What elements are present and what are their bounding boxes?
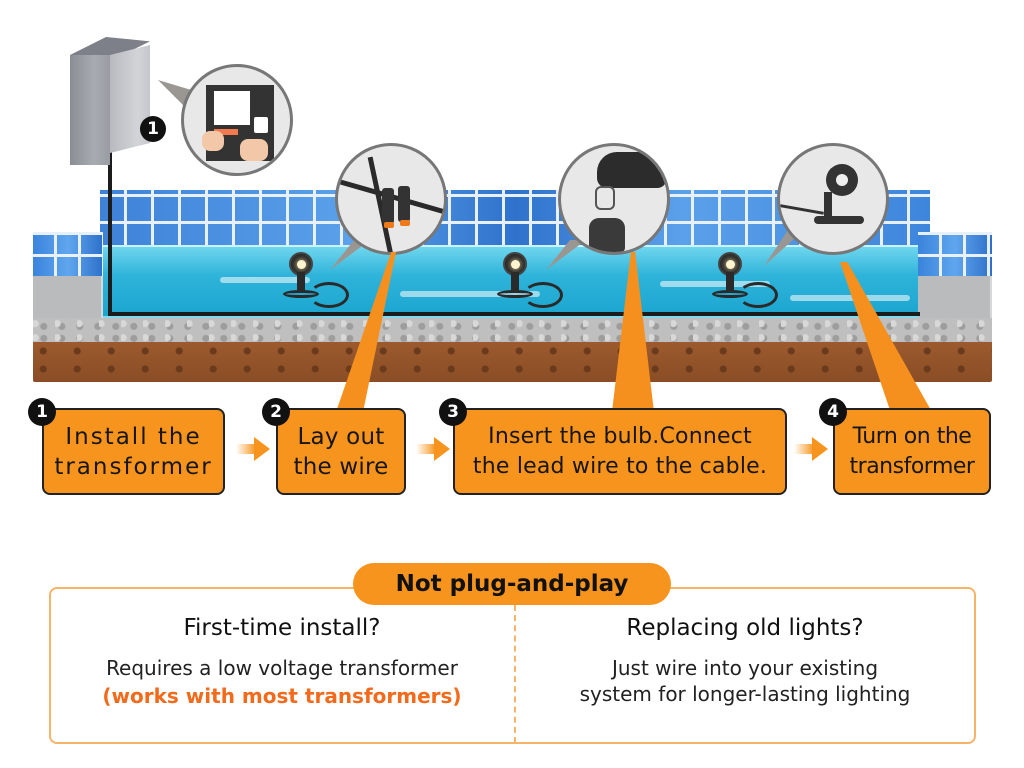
- step-text-line: Turn on the: [852, 423, 972, 449]
- soil-layer: [33, 342, 992, 382]
- step-number-badge: 3: [439, 398, 467, 426]
- wall-tiles: [918, 232, 992, 276]
- transformer-front: [70, 55, 110, 165]
- pool-wall-left: [33, 232, 103, 324]
- wall-concrete: [918, 276, 992, 324]
- panel-divider: [514, 605, 516, 743]
- arrow-right-icon: [794, 437, 828, 461]
- step-turn-on-transformer: Turn on the transformer: [833, 408, 991, 495]
- callout-transformer-panel: [181, 64, 293, 176]
- lamp-housing-icon: [589, 218, 625, 252]
- not-plug-and-play-badge: Not plug-and-play: [353, 563, 671, 605]
- step-number-badge: 2: [262, 398, 290, 426]
- arrow-right-icon: [236, 437, 270, 461]
- column-text: system for longer-lasting lighting: [579, 682, 911, 706]
- connector-icon: [398, 186, 410, 222]
- step-text-line: transformer: [849, 453, 975, 479]
- wall-tiles: [33, 232, 103, 276]
- water-ripple: [400, 291, 540, 297]
- water-ripple: [790, 295, 910, 301]
- replacing-lights-column: Replacing old lights? Just wire into you…: [516, 615, 974, 707]
- transformer-cable-vertical: [108, 66, 112, 316]
- column-highlight: (works with most transformers): [102, 684, 462, 708]
- wall-concrete: [33, 276, 103, 324]
- hand-icon: [202, 131, 224, 151]
- step-text-line: transformer: [54, 453, 213, 480]
- column-text: Requires a low voltage transformer: [106, 656, 458, 680]
- pool-lamp: [283, 252, 349, 308]
- step-text-line: the lead wire to the cable.: [472, 453, 768, 479]
- step-text-line: Install the: [65, 423, 202, 450]
- callout-wire-connectors: [335, 143, 447, 255]
- step-text-line: the wire: [293, 453, 389, 480]
- arrow-right-icon: [416, 437, 450, 461]
- hand-icon: [240, 139, 268, 161]
- step-install-transformer: Install the transformer: [42, 408, 225, 495]
- pool-lamp: [497, 252, 563, 308]
- transformer-box: [70, 37, 150, 165]
- transformer-step-badge: 1: [140, 116, 166, 142]
- water-ripple: [220, 277, 310, 283]
- pool-installation-scene: 1: [33, 37, 992, 412]
- column-text: Just wire into your existing: [611, 656, 879, 680]
- step-text-line: Lay out: [297, 423, 385, 450]
- step-text-line: Insert the bulb.Connect: [488, 423, 752, 449]
- step-insert-bulb: Insert the bulb.Connect the lead wire to…: [453, 408, 787, 495]
- pool-wall-right: [918, 232, 992, 324]
- pool-lamp: [712, 252, 778, 308]
- water-ripple: [660, 281, 770, 287]
- step-number-badge: 1: [28, 398, 56, 426]
- step-number-badge: 4: [819, 398, 847, 426]
- main-cable: [108, 312, 920, 316]
- bulb-icon: [595, 186, 615, 210]
- step-lay-out-wire: Lay out the wire: [276, 408, 406, 495]
- callout-bulb-insert: [558, 143, 670, 255]
- callout-light-fixture: [777, 143, 889, 255]
- connector-icon: [382, 188, 394, 224]
- glove-icon: [597, 152, 667, 188]
- column-title: First-time install?: [183, 615, 381, 641]
- first-time-install-column: First-time install? Requires a low volta…: [51, 615, 513, 711]
- column-title: Replacing old lights?: [626, 615, 864, 641]
